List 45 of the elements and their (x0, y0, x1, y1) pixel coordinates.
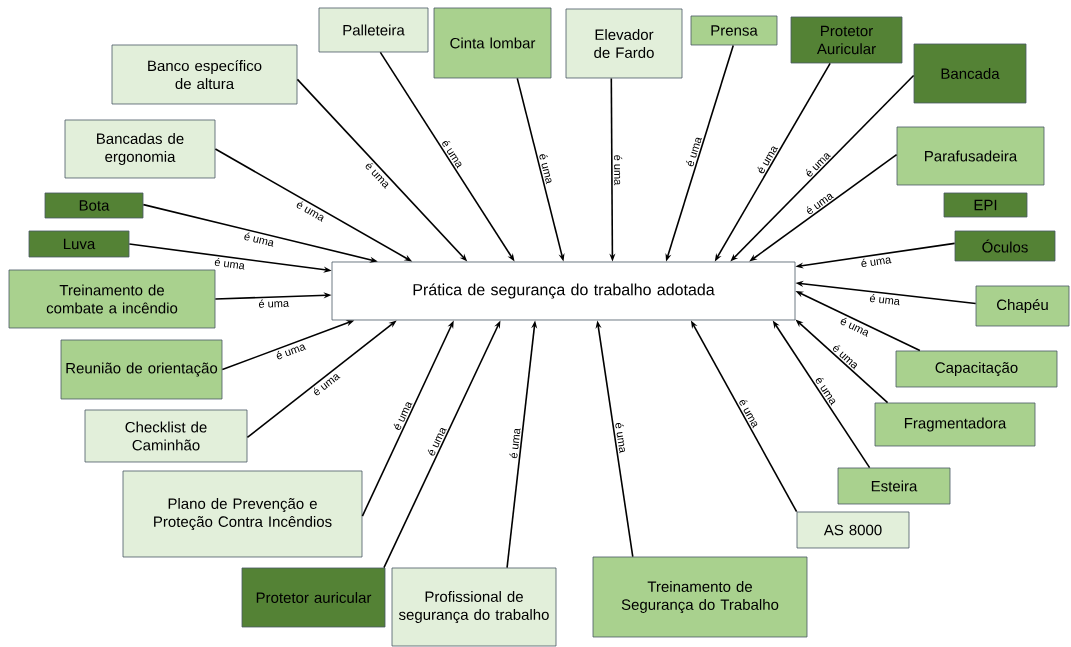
edge-label: é uma (427, 428, 447, 456)
edge-label: é uma (807, 193, 834, 215)
edge-label: é uma (276, 344, 307, 360)
concept-box: EPI (943, 192, 1028, 218)
concept-box: Parafusadeira (896, 126, 1045, 186)
edge-label: é uma (539, 154, 552, 185)
edge-label: é uma (739, 400, 758, 429)
edge-label: é uma (840, 317, 869, 337)
edge-label: é uma (806, 153, 831, 177)
edge-label: é uma (686, 137, 702, 167)
center-concept-box: Prática de segurança do trabalho adotada (331, 261, 796, 321)
concept-box: Fragmentadora (874, 402, 1036, 447)
edge-label: é uma (615, 423, 626, 454)
edge-label: é uma (509, 428, 521, 459)
concept-box: Bota (44, 192, 144, 219)
concept-box: Treinamento de combate a incêndio (8, 269, 216, 329)
concept-box: Esteira (837, 467, 951, 505)
edge-label: é uma (258, 299, 290, 308)
concept-box: Cinta lombar (433, 7, 552, 79)
concept-box: Óculos (954, 230, 1056, 262)
concept-box: Chapéu (975, 285, 1070, 327)
concept-box: Plano de Prevenção e Proteção Contra Incêndios (122, 470, 363, 558)
concept-box: Protetor auricular (241, 567, 386, 628)
concept-box: Profissional de segurança do trabalho (391, 567, 557, 647)
concept-box: Bancada (913, 43, 1027, 104)
edge-label: é uma (393, 402, 413, 430)
concept-box: Banco específico de altura (111, 44, 298, 105)
concept-box: Bancadas de ergonomia (64, 119, 216, 179)
concept-box: Elevador de Fardo (565, 8, 683, 79)
concept-box: Capacitação (895, 350, 1058, 388)
edge-label: é uma (861, 257, 892, 268)
concept-box: Protetor Auricular (790, 16, 903, 64)
edge-label: é uma (214, 258, 245, 270)
concept-box: Treinamento de Segurança do Trabalho (592, 556, 808, 638)
edge-label: é uma (244, 232, 274, 247)
concept-box: Palleteira (318, 7, 429, 53)
edge-label: é uma (869, 294, 900, 306)
concept-box: Reunião de orientação (60, 339, 223, 400)
concept-box: Checklist de Caminhão (84, 409, 248, 463)
concept-box: AS 8000 (796, 511, 910, 549)
concept-box: Luva (28, 230, 130, 258)
edge-label: é uma (614, 155, 623, 186)
edge-label: é uma (296, 201, 324, 222)
concept-box: Prensa (690, 15, 778, 46)
edge-label: é uma (314, 374, 341, 396)
